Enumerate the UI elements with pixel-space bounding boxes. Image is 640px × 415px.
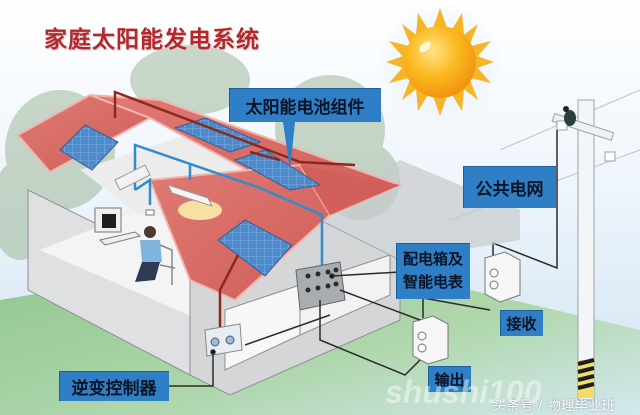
- solar-panels: [59, 117, 322, 277]
- label-public-grid: 公共电网: [463, 166, 556, 208]
- solar-panel: [59, 124, 119, 171]
- inverter-controller-icon: [204, 323, 243, 357]
- ac-wiring: [133, 143, 324, 270]
- label-inverter-controller: 逆变控制器: [59, 371, 169, 401]
- air-conditioner-icon: [114, 164, 151, 191]
- label-receive-text: 接收: [506, 314, 537, 333]
- person-icon: [135, 226, 176, 285]
- panels-callout-pointer: [283, 122, 295, 170]
- label-distribution-box-meter: 配电箱及 智能电表: [396, 243, 470, 299]
- dc-wiring: [113, 90, 356, 330]
- watermark-credit: 头条号 / 物理毕业班: [493, 399, 616, 414]
- label-distribution-box-line2: 智能电表: [402, 273, 463, 291]
- label-receive: 接收: [500, 310, 543, 336]
- bird-icon: [563, 106, 576, 126]
- solar-panel: [217, 219, 293, 277]
- label-inverter-controller-text: 逆变控制器: [71, 378, 157, 399]
- label-solar-panels-text: 太阳能电池组件: [245, 97, 365, 118]
- ceiling-light-icon: [167, 184, 222, 220]
- label-output-text: 输出: [434, 370, 465, 389]
- watermark-brand: shushi100: [385, 374, 542, 410]
- receive-meter-icon: [484, 251, 521, 303]
- diagram-title: 家庭太阳能发电系统: [44, 26, 260, 53]
- label-public-grid-text: 公共电网: [475, 179, 544, 200]
- computer-icon: [94, 207, 142, 246]
- label-distribution-box-line1: 配电箱及: [402, 250, 463, 268]
- meter-wiring: [169, 271, 491, 387]
- interior: [94, 164, 222, 285]
- output-meter-icon: [412, 315, 449, 365]
- wall-outlet-icon: [145, 209, 155, 216]
- sun-icon: [378, 0, 502, 124]
- label-output: 输出: [428, 366, 471, 392]
- pole-warning-stripes: [577, 358, 595, 398]
- utility-pole: [551, 99, 616, 401]
- label-solar-panels: 太阳能电池组件: [229, 88, 381, 122]
